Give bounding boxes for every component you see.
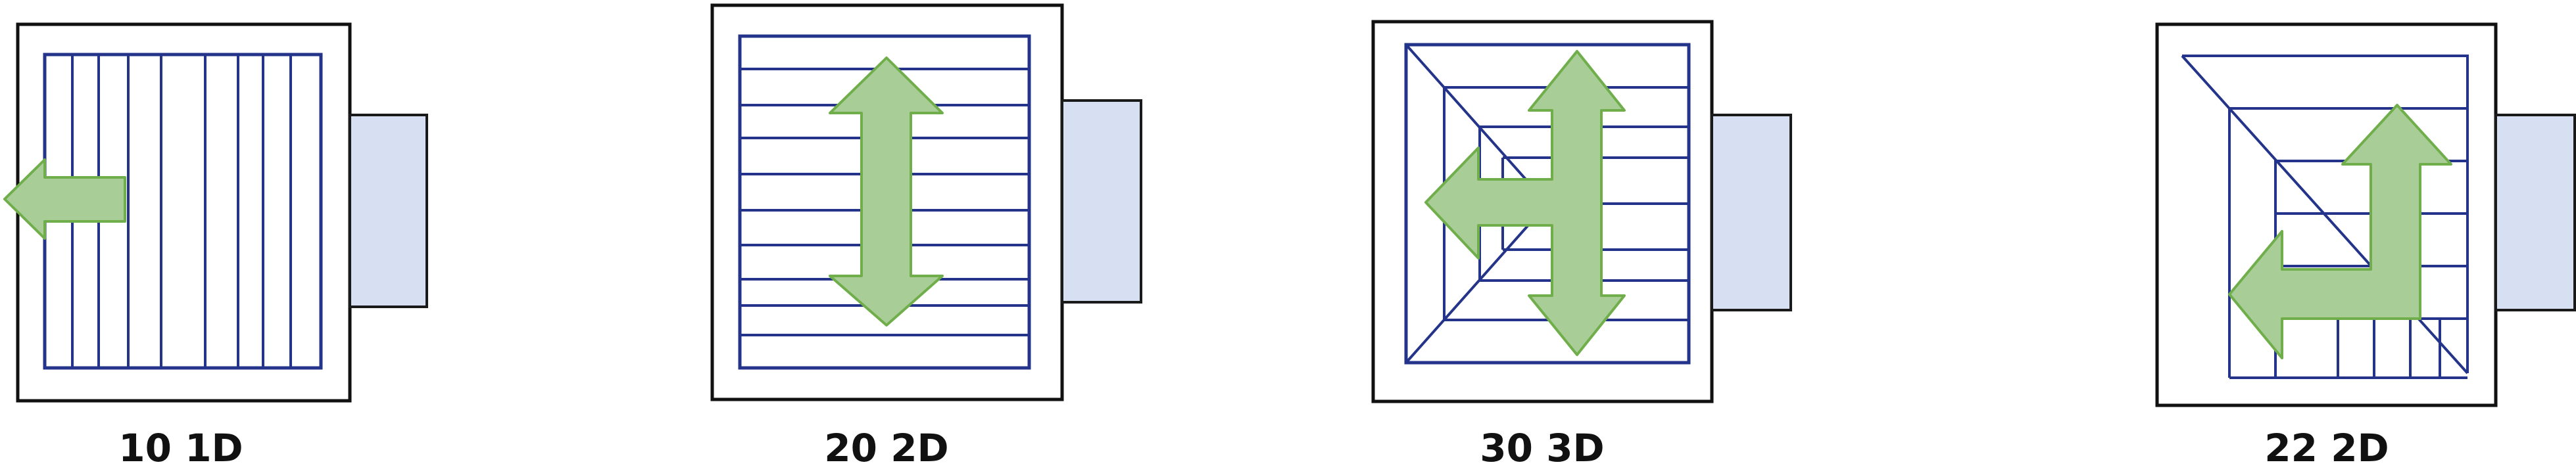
side-tab — [1061, 99, 1142, 304]
panel-30-3d: 30 3D — [1371, 20, 1792, 470]
panel-caption: 20 2D — [824, 426, 948, 470]
side-tab — [349, 114, 428, 308]
left-arrow-icon — [3, 158, 126, 240]
panel-10-1d: 10 1D — [3, 22, 428, 470]
panel-caption: 10 1D — [118, 426, 243, 470]
side-tab — [2494, 114, 2576, 311]
panel-20-2d: 20 2D — [710, 3, 1142, 470]
three-way-arrow-icon — [1424, 50, 1626, 356]
vertical-double-arrow-icon — [829, 57, 944, 327]
panel-caption: 22 2D — [2264, 426, 2389, 470]
corner-two-way-arrow-icon — [2228, 104, 2452, 359]
side-tab — [1711, 114, 1792, 311]
diagonal-lines — [1405, 43, 1549, 364]
panel-caption: 30 3D — [1480, 426, 1604, 470]
inner-grid-frame — [738, 34, 1031, 370]
panel-22-2d: 22 2D — [2155, 22, 2576, 470]
